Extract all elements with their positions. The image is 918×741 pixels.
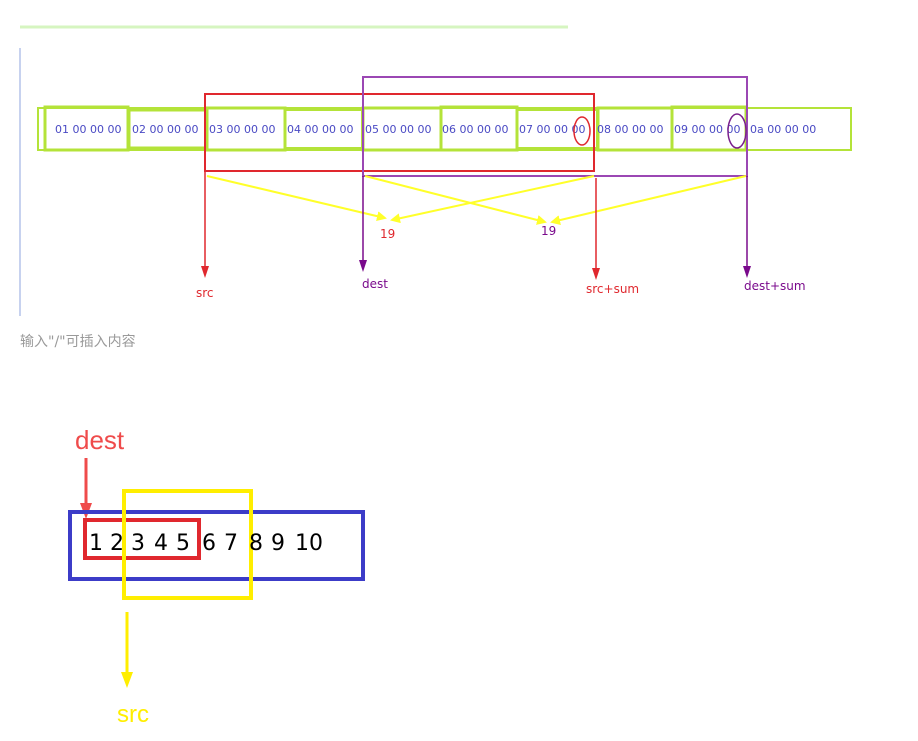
src-label: src [196,286,214,300]
array-number-10: 10 [295,531,323,556]
dest-region-box [362,76,748,177]
src-sum-pointer-head [592,268,600,280]
dest-sum-pointer-head [743,266,751,278]
array-number-5: 5 [176,531,190,556]
yellow-arrow-4 [550,175,747,226]
editor-insert-hint: 输入"/"可插入内容 [20,334,136,350]
array-number-7: 7 [224,531,238,556]
src-sum-label: src+sum [586,282,639,296]
src-end-marker [573,116,591,146]
memory-diagram: 01 00 00 00 02 00 00 00 03 00 00 00 04 0… [37,76,852,300]
cell-text-8: 08 00 00 00 [597,123,663,136]
dest-sum-label: dest+sum [744,279,806,293]
cell-text-2: 02 00 00 00 [132,123,198,136]
array-number-4: 4 [154,531,168,556]
array-number-8: 8 [249,531,263,556]
dest-pointer-head [359,260,367,272]
overlap-diagram: dest 1 2 3 4 5 6 7 8 9 10 src [68,425,365,728]
array-number-3: 3 [131,531,145,556]
src-region-box [204,93,595,172]
cell-text-4: 04 00 00 00 [287,123,353,136]
yellow-arrow-2 [390,175,595,224]
cell-text-6: 06 00 00 00 [442,123,508,136]
count-label-right: 19 [541,224,556,238]
src-label-large: src [117,701,149,728]
src-range-box [122,489,253,600]
array-number-6: 6 [202,531,216,556]
cell-text-5: 05 00 00 00 [365,123,431,136]
dest-range-box [83,518,201,560]
src-arrow-head [121,672,133,688]
yellow-arrow-1 [206,175,387,222]
yellow-arrow-3 [364,175,547,225]
array-number-9: 9 [271,531,285,556]
dest-label: dest [362,277,388,291]
dest-label-large: dest [75,425,125,455]
cell-text-1: 01 00 00 00 [55,123,121,136]
cell-text-3: 03 00 00 00 [209,123,275,136]
dest-end-marker [727,113,747,149]
array-box [68,510,365,581]
cell-text-9: 09 00 00 00 [674,123,740,136]
count-label-left: 19 [380,227,395,241]
array-number-1: 1 [89,531,103,556]
cell-text-10: 0a 00 00 00 [750,123,816,136]
array-number-2: 2 [110,531,124,556]
cell-text-7: 07 00 00 00 [519,123,585,136]
src-pointer-head [201,266,209,278]
